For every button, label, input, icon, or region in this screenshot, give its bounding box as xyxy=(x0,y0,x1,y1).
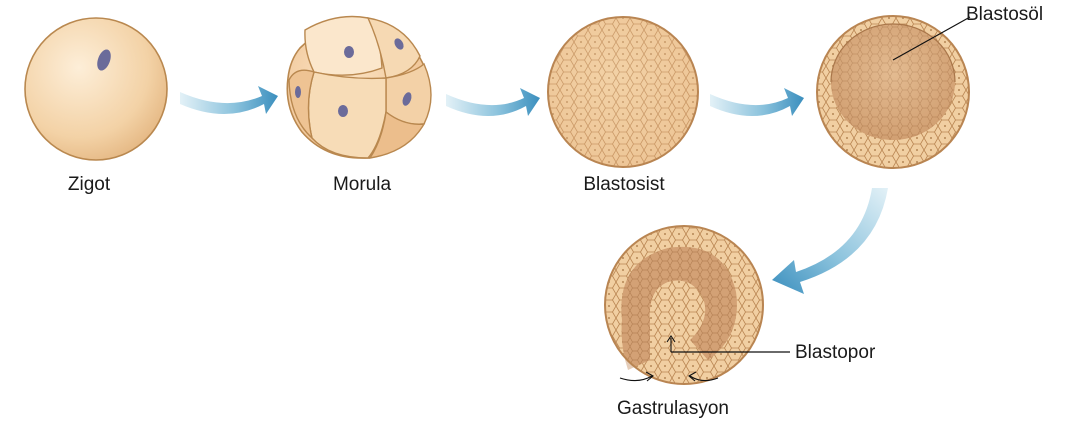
zygote-figure xyxy=(25,18,167,160)
morula-nucleus xyxy=(344,46,354,58)
label-blastocoel: Blastosöl xyxy=(966,4,1043,26)
label-blastopore: Blastopor xyxy=(795,342,875,364)
morula-blastomere xyxy=(308,72,386,158)
label-gastrulation: Gastrulasyon xyxy=(617,398,729,420)
arrow-blastocyst-to-section xyxy=(710,88,804,116)
label-morula: Morula xyxy=(333,174,391,196)
zygote-cell xyxy=(25,18,167,160)
blastocyst-figure xyxy=(548,17,698,167)
arrow-section-to-gastrula xyxy=(772,188,888,294)
gastrula-figure xyxy=(605,226,790,384)
blastocoel-cavity xyxy=(831,24,955,140)
label-blastocyst: Blastosist xyxy=(583,174,664,196)
arrow-morula-to-blastocyst xyxy=(446,88,540,116)
label-zygote: Zigot xyxy=(68,174,110,196)
arrow-zygote-to-morula xyxy=(180,86,278,114)
inward-movement-arrow-left xyxy=(620,376,652,381)
morula-nucleus xyxy=(295,86,301,98)
morula-nucleus xyxy=(338,105,348,117)
morula-figure xyxy=(287,17,431,159)
blastula-section-figure xyxy=(817,16,970,168)
